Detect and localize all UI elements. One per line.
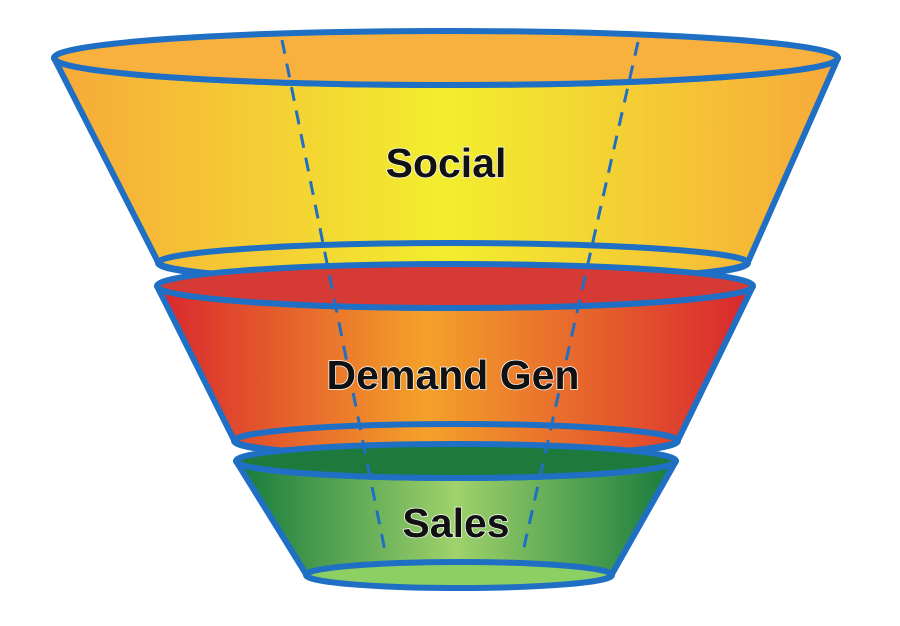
funnel-stage-social [51,28,841,286]
dashed-guide-left [280,39,388,557]
stage-label-social: Social [386,140,507,186]
social-top-rim [51,28,841,88]
funnel-stage-sales [233,441,679,591]
sales-bottom-rim [303,559,615,591]
dashed-guide-right [520,41,640,557]
demand-gen-top-rim [154,261,756,311]
sales-top-rim [233,441,679,481]
stage-label-sales: Sales [402,500,509,546]
stage-label-demand-gen: Demand Gen [327,352,580,398]
